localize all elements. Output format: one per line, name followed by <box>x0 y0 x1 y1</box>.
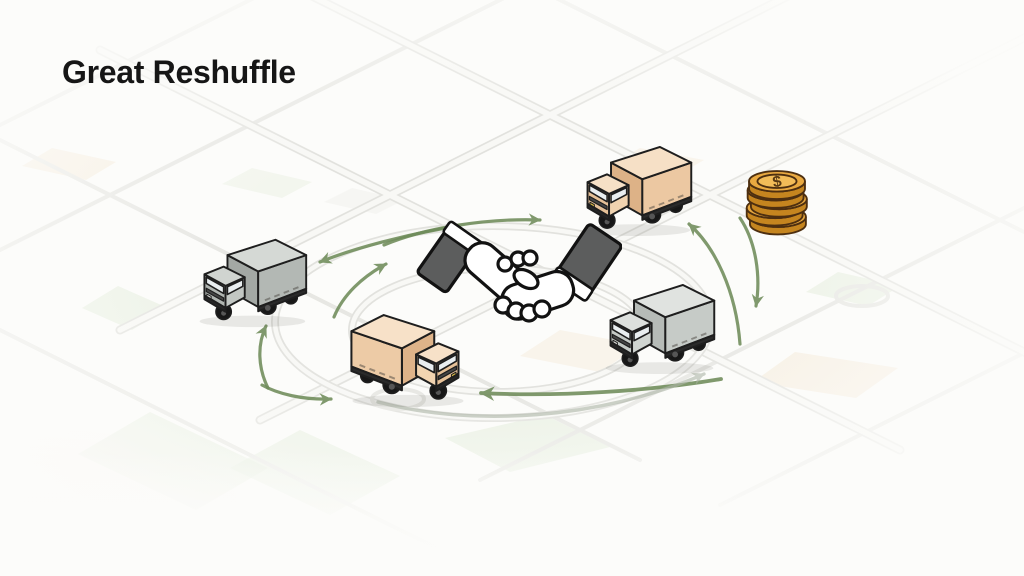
windshield <box>205 276 225 295</box>
arrow-faded-loop <box>376 372 706 418</box>
handshake-hands <box>463 241 576 323</box>
arrow-bottom-truck-to-center <box>332 262 388 319</box>
truck-right <box>605 283 716 374</box>
box-truck-gray <box>605 283 716 374</box>
coin-top: $ <box>748 170 806 200</box>
handshake-icon <box>416 220 622 323</box>
windshield <box>588 184 608 203</box>
money-coins-icon: $ <box>745 170 808 236</box>
truck-left <box>199 238 308 328</box>
dollar-sign: $ <box>771 173 783 191</box>
box-truck-tan <box>582 145 693 236</box>
windshield <box>437 353 458 373</box>
arrow-right-truck-to-center <box>687 222 742 346</box>
truck-top <box>582 145 693 236</box>
arrow-left-to-bottom-truck <box>260 383 333 406</box>
windshield <box>611 322 631 341</box>
box-truck-gray <box>199 238 308 328</box>
arrow-up-to-left-truck <box>255 324 270 390</box>
arrow-coins-to-right-truck <box>738 216 764 308</box>
box-truck-tan-mirrored <box>350 314 464 407</box>
page-title: Great Reshuffle <box>62 54 296 90</box>
truck-bottom <box>350 314 464 407</box>
